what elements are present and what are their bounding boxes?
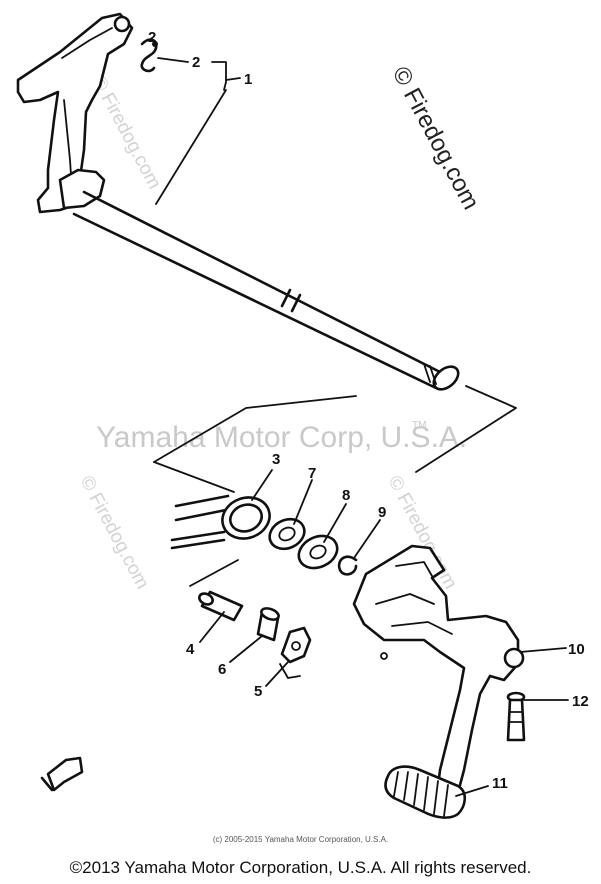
part-5-clip <box>279 626 312 679</box>
trademark-mark: TM <box>412 420 426 431</box>
spring-coil-outer <box>221 496 271 540</box>
callout-numbers: 2 2 1 3 7 8 9 4 6 5 10 12 11 <box>148 29 589 792</box>
callout-2-top: 2 <box>148 29 156 46</box>
callout-4: 4 <box>186 641 195 658</box>
shift-shaft-assembly <box>16 12 460 391</box>
callout-10: 10 <box>568 641 585 658</box>
bracket-top-boss <box>113 15 131 33</box>
callout-7: 7 <box>308 465 316 482</box>
part-3-return-spring <box>170 494 271 550</box>
part-12-bolt <box>506 691 526 742</box>
callout-9: 9 <box>378 504 386 521</box>
shaft-groove-left <box>280 288 292 308</box>
shaft-lower-edge <box>72 212 438 390</box>
shift-lever-arm <box>352 544 520 806</box>
callout-2: 2 <box>192 54 200 71</box>
center-watermark: Yamaha Motor Corp, U.S.A. <box>96 421 467 454</box>
shaft-upper-edge <box>82 190 442 374</box>
part-7-washer <box>268 517 306 551</box>
lever-pivot-hole <box>503 647 525 669</box>
callout-8: 8 <box>342 487 350 504</box>
part-6-collar <box>256 607 280 642</box>
diagonal-watermark-top-right: © Firedog.com <box>387 62 485 214</box>
diagonal-watermark-middle-left: © Firedog.com <box>76 472 153 592</box>
part-8-washer <box>297 534 339 570</box>
callout-5: 5 <box>254 683 262 700</box>
direction-arrow-icon <box>40 756 84 792</box>
shift-lever-assembly <box>352 544 525 819</box>
part-4-pin <box>198 590 244 622</box>
footer-copyright: ©2013 Yamaha Motor Corporation, U.S.A. A… <box>69 858 532 877</box>
small-copyright-line: (c) 2005-2015 Yamaha Motor Corporation, … <box>212 835 389 844</box>
callout-1: 1 <box>244 71 252 88</box>
assembly-frame-lines <box>153 385 517 587</box>
callout-6: 6 <box>218 661 226 678</box>
part-2-clip <box>140 38 158 73</box>
callout-leaders <box>155 57 569 797</box>
callout-12: 12 <box>572 693 589 710</box>
part-9-circlip <box>337 555 358 576</box>
spring-coil-inner <box>229 503 263 533</box>
shaft-end-spline <box>432 365 460 391</box>
callout-3: 3 <box>272 451 280 468</box>
callout-11: 11 <box>492 775 508 792</box>
shaft-groove-right <box>290 293 302 313</box>
bracket-lower-hook <box>58 168 106 210</box>
